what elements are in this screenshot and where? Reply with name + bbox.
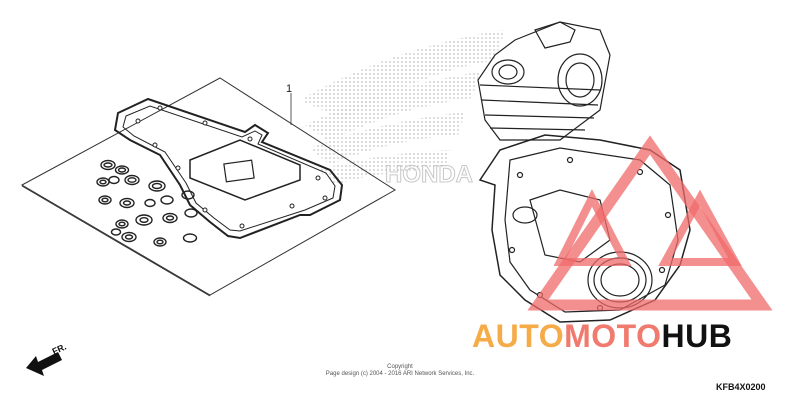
watermark-auto: AUTO	[472, 318, 565, 354]
engine-illustration	[477, 21, 691, 323]
watermark-moto: MOTO	[564, 318, 662, 354]
copyright-line-2: Page design (c) 2004 - 2016 ARI Network …	[325, 371, 475, 377]
crankcase-gasket	[113, 97, 344, 240]
honda-wing-logo-watermark: HONDA	[300, 30, 505, 189]
callout-number-1: 1	[286, 83, 293, 95]
copyright-notice: Copyright Page design (c) 2004 - 2016 AR…	[300, 364, 500, 378]
diagram-code: KFB4X0200	[716, 382, 766, 392]
gasket-kit-tray	[20, 77, 396, 297]
o-rings-set	[96, 159, 198, 247]
honda-word-watermark: HONDA	[385, 161, 473, 188]
front-direction-arrow-icon	[26, 352, 62, 376]
watermark-hub: HUB	[661, 318, 733, 354]
watermark-triangle	[527, 135, 773, 311]
copyright-line-1: Copyright	[387, 364, 413, 370]
automotohub-watermark: AUTOMOTOHUB	[472, 319, 732, 353]
